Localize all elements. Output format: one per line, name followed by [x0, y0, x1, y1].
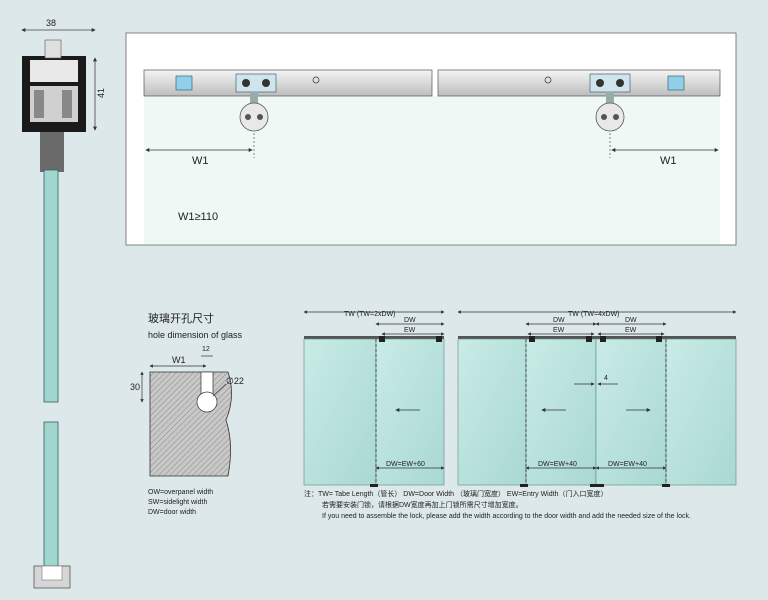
- b-fixed-right: [665, 338, 737, 486]
- b-dw-right-label: DW: [625, 317, 637, 324]
- stopper-left: [175, 75, 193, 91]
- roller-wheel-left-b: [262, 79, 270, 87]
- hanger-bolt-right-a: [601, 114, 607, 120]
- roller-wheel-right-a: [596, 79, 604, 87]
- b-door-right: [595, 338, 667, 486]
- b-ew-right-label: EW: [625, 327, 637, 334]
- b-roller-4: [656, 336, 662, 342]
- w1-label-left: W1: [192, 155, 209, 167]
- hole-title-en: hole dimension of glass: [148, 330, 243, 340]
- hole-30-label: 30: [130, 382, 140, 392]
- roller-left: [34, 90, 44, 118]
- hole-title-cn: 玻璃开孔尺寸: [148, 311, 214, 325]
- diagram-b: TW (TW=4xDW) DW DW EW EW 4 DW=EW+40 DW=E…: [457, 310, 737, 487]
- roller-right: [62, 90, 72, 118]
- glass-clamp: [40, 132, 64, 172]
- b-ew-left-label: EW: [553, 327, 565, 334]
- roller-wheel-right-b: [616, 79, 624, 87]
- b-door-left: [525, 338, 597, 486]
- screw-right: [544, 76, 552, 84]
- top-fixing: [44, 39, 62, 59]
- b-floor-guide-center: [590, 484, 604, 487]
- legend-ow: OW=overpanel width: [148, 489, 213, 496]
- glass-panel-upper: [43, 169, 59, 403]
- a-roller-1: [379, 336, 385, 342]
- diagram-a: TW (TW=2xDW) DW EW DW=EW+60: [303, 310, 445, 487]
- screw-left: [312, 76, 320, 84]
- hole-22-label: ∅22: [226, 376, 244, 386]
- legend-dw: DW=door width: [148, 509, 196, 516]
- b-tw-label: TW (TW=4xDW): [568, 311, 620, 318]
- hanger-disc-right: [595, 102, 625, 132]
- floor-guide-slot: [41, 565, 63, 581]
- b-floor-guide-left: [520, 484, 528, 487]
- b-formula-right: DW=EW+40: [608, 461, 647, 468]
- hanger-bolt-right-b: [613, 114, 619, 120]
- b-roller-1: [529, 336, 535, 342]
- a-tw-label: TW (TW=2xDW): [344, 311, 396, 318]
- b-fixed-left: [457, 338, 527, 486]
- b-formula-left: DW=EW+40: [538, 461, 577, 468]
- hanger-bolt-left-b: [257, 114, 263, 120]
- hanger-stem-right: [606, 92, 614, 104]
- top-elevation: W1 W1 W1≥110: [125, 32, 737, 246]
- a-floor-guide: [370, 484, 378, 487]
- hole-22-leader: [212, 383, 227, 397]
- hole-12-label: 12: [202, 346, 210, 353]
- dim-width-label: 38: [46, 18, 56, 28]
- a-formula: DW=EW+60: [386, 461, 425, 468]
- glass-panel-lower: [43, 421, 59, 573]
- note-line-2: 若需要安装门锁，请根据DW宽度再加上门锁所需尺寸增加宽度。: [322, 500, 523, 509]
- dim-height-label: 41: [96, 88, 106, 98]
- side-section: 38 41: [21, 18, 106, 589]
- hanger-disc-left: [239, 102, 269, 132]
- b-dw-left-label: DW: [553, 317, 565, 324]
- glass-section-hatched: [149, 371, 232, 477]
- a-sliding-door: [375, 338, 445, 486]
- w1-note: W1≥110: [178, 211, 218, 223]
- roller-wheel-left-a: [242, 79, 250, 87]
- b-floor-guide-right: [662, 484, 670, 487]
- glass-door: [144, 96, 720, 244]
- legend-sw: SW=sidelight width: [148, 499, 207, 506]
- b-gap-label: 4: [604, 375, 608, 382]
- a-fixed-panel: [303, 338, 377, 486]
- notes: 注：TW= Tabe Length（管长） DW=Door Width （玻璃门…: [304, 489, 691, 520]
- a-dw-label: DW: [404, 317, 416, 324]
- track-inner: [30, 60, 78, 82]
- b-roller-3: [600, 336, 606, 342]
- rail-right: [437, 69, 721, 97]
- stopper-right: [667, 75, 685, 91]
- a-track: [304, 336, 444, 339]
- hole-w1-label: W1: [172, 355, 186, 365]
- a-ew-label: EW: [404, 327, 416, 334]
- b-track: [458, 336, 736, 339]
- a-roller-2: [436, 336, 442, 342]
- hole-detail: 玻璃开孔尺寸 hole dimension of glass W1 12 30 …: [130, 311, 244, 516]
- note-line-1: 注：TW= Tabe Length（管长） DW=Door Width （玻璃门…: [304, 489, 607, 498]
- note-line-3: If you need to assemble the lock, please…: [322, 513, 691, 520]
- hanger-bolt-left-a: [245, 114, 251, 120]
- w1-label-right: W1: [660, 155, 677, 167]
- hole-circle: [196, 391, 218, 413]
- b-roller-2: [586, 336, 592, 342]
- hanger-stem-left: [250, 92, 258, 104]
